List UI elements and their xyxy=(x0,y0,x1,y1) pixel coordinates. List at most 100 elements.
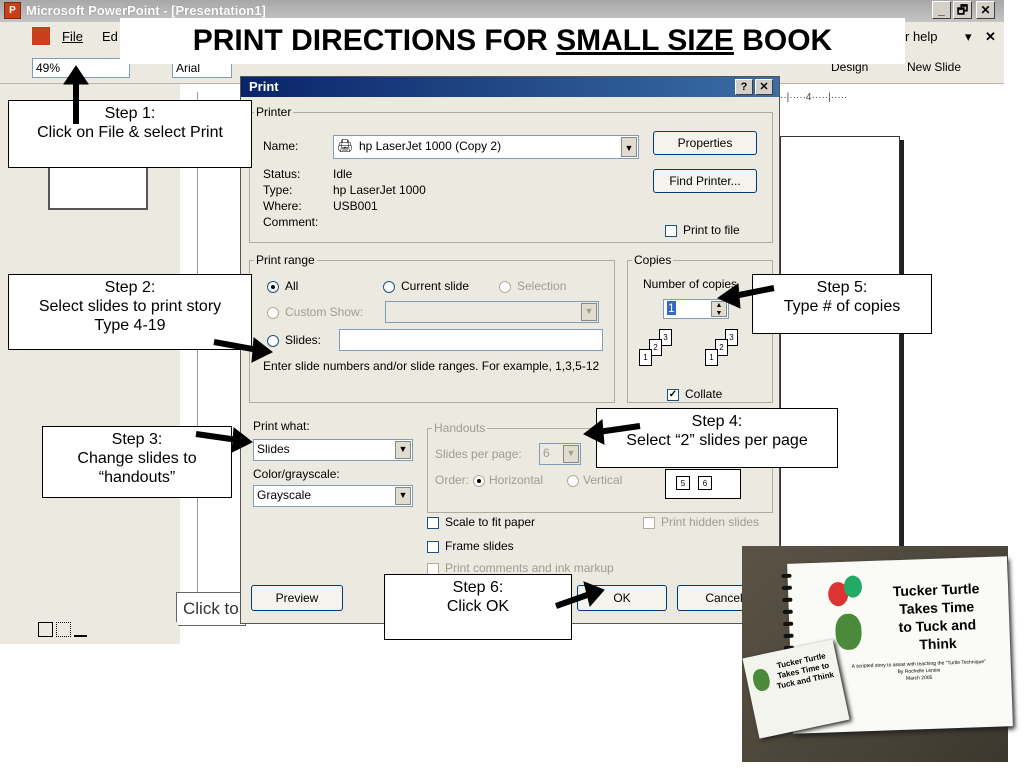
minimize-button[interactable]: _ xyxy=(932,1,951,19)
per-page-label: Slides per page: xyxy=(435,447,522,461)
turtle-icon xyxy=(834,613,863,651)
range-custom-radio[interactable] xyxy=(267,307,279,319)
step5-arrow xyxy=(733,285,775,299)
step1-callout: Step 1:Click on File & select Print xyxy=(8,100,252,168)
chevron-down-icon[interactable]: ▼ xyxy=(621,137,637,157)
printer-icon: 🖨 xyxy=(337,138,354,153)
printer-name-select[interactable]: 🖨hp LaserJet 1000 (Copy 2) ▼ xyxy=(333,135,639,159)
step2-arrow xyxy=(213,339,259,353)
print-what-label: Print what: xyxy=(253,419,310,433)
close-window-button[interactable]: ✕ xyxy=(976,1,995,19)
chevron-down-icon[interactable]: ▾ xyxy=(965,29,972,44)
custom-show-select[interactable]: ▼ xyxy=(385,301,599,323)
collate-label: Collate xyxy=(685,387,723,401)
frame-slides-checkbox[interactable] xyxy=(427,541,439,553)
copies-input[interactable]: 1 ▲▼ xyxy=(663,299,729,319)
frame-slides-label: Frame slides xyxy=(445,539,514,553)
range-custom-label: Custom Show: xyxy=(285,305,364,319)
step4-callout: Step 4:Select “2” slides per page xyxy=(596,408,838,468)
step1-arrowhead xyxy=(63,65,89,85)
window-title-bar: P Microsoft PowerPoint - [Presentation1]… xyxy=(0,0,1004,22)
scale-to-fit-label: Scale to fit paper xyxy=(445,515,536,529)
status-value: Idle xyxy=(333,167,353,181)
print-hidden-label: Print hidden slides xyxy=(661,515,760,529)
dialog-title-bar: Print ? ✕ xyxy=(241,77,779,97)
range-current-label: Current slide xyxy=(401,279,470,293)
order-vertical-label: Vertical xyxy=(583,473,623,487)
type-value: hp LaserJet 1000 xyxy=(333,183,426,197)
range-slides-radio[interactable] xyxy=(267,335,279,347)
close-document-button[interactable]: ✕ xyxy=(985,29,996,44)
range-hint: Enter slide numbers and/or slide ranges.… xyxy=(263,359,600,373)
scale-to-fit-checkbox[interactable] xyxy=(427,517,439,529)
where-value: USB001 xyxy=(333,199,378,213)
preview-button[interactable]: Preview xyxy=(251,585,343,611)
where-label: Where: xyxy=(263,199,302,213)
slide-canvas[interactable] xyxy=(780,136,900,616)
per-page-select[interactable]: 6▼ xyxy=(539,443,581,465)
normal-view-icon[interactable] xyxy=(38,622,53,637)
cancel-button[interactable]: Cancel xyxy=(677,585,771,611)
close-dialog-button[interactable]: ✕ xyxy=(755,79,773,95)
step2-arrowhead xyxy=(251,337,273,363)
slideshow-view-icon[interactable] xyxy=(74,622,87,637)
step6-callout: Step 6:Click OK xyxy=(384,574,572,640)
menu-edit[interactable]: Ed xyxy=(102,29,118,44)
help-search-box[interactable]: r help xyxy=(905,29,938,44)
print-to-file-checkbox[interactable] xyxy=(665,225,677,237)
help-button[interactable]: ? xyxy=(735,79,753,95)
powerpoint-icon: P xyxy=(4,2,21,19)
step6-arrowhead xyxy=(583,581,605,608)
step3-callout: Step 3:Change slides to“handouts” xyxy=(42,426,232,498)
menu-file[interactable]: File xyxy=(62,29,83,44)
spinner-icon[interactable]: ▲▼ xyxy=(711,301,727,317)
collate-checkbox[interactable]: ✓ xyxy=(667,389,679,401)
chevron-down-icon[interactable]: ▼ xyxy=(395,441,411,459)
window-title: Microsoft PowerPoint - [Presentation1] xyxy=(26,3,266,18)
printer-name-label: Name: xyxy=(263,139,299,153)
maximize-button[interactable]: 🗗 xyxy=(953,1,972,19)
print-hidden-checkbox[interactable] xyxy=(643,517,655,529)
view-buttons xyxy=(38,622,178,640)
printer-group: Printer xyxy=(249,105,773,243)
chevron-down-icon[interactable]: ▼ xyxy=(563,445,579,463)
range-slides-label: Slides: xyxy=(285,333,322,347)
slides-input[interactable] xyxy=(339,329,603,351)
sorter-view-icon[interactable] xyxy=(56,622,71,637)
print-what-select[interactable]: Slides▼ xyxy=(253,439,413,461)
copies-label: Number of copies xyxy=(643,277,738,291)
order-horizontal-label: Horizontal xyxy=(489,473,544,487)
type-label: Type: xyxy=(263,183,293,197)
color-select[interactable]: Grayscale▼ xyxy=(253,485,413,507)
range-current-radio[interactable] xyxy=(383,281,395,293)
step5-arrowhead xyxy=(716,283,741,309)
properties-button[interactable]: Properties xyxy=(653,131,757,155)
status-label: Status: xyxy=(263,167,301,181)
comment-label: Comment: xyxy=(263,215,319,229)
balloon-icon xyxy=(843,575,863,598)
print-to-file-label: Print to file xyxy=(683,223,740,237)
new-slide-button[interactable]: New Slide xyxy=(907,60,962,74)
range-selection-radio[interactable] xyxy=(499,281,511,293)
step4-arrow xyxy=(597,423,641,435)
step6-arrow xyxy=(555,591,591,609)
turtle-icon xyxy=(751,667,772,693)
document-icon xyxy=(32,27,50,45)
find-printer-button[interactable]: Find Printer... xyxy=(653,169,757,193)
dialog-title: Print xyxy=(249,79,279,94)
horizontal-ruler: ·····|·····4·····|····· xyxy=(770,92,900,106)
step3-arrow xyxy=(195,431,239,443)
range-all-label: All xyxy=(285,279,299,293)
range-all-radio[interactable] xyxy=(267,281,279,293)
range-selection-label: Selection xyxy=(517,279,567,293)
order-vertical-radio[interactable] xyxy=(567,475,579,487)
chevron-down-icon[interactable]: ▼ xyxy=(395,487,411,505)
order-horizontal-radio[interactable] xyxy=(473,475,485,487)
chevron-down-icon[interactable]: ▼ xyxy=(581,303,597,321)
slide-placeholder[interactable]: Click to xyxy=(176,592,246,626)
order-label: Order: xyxy=(435,473,470,487)
